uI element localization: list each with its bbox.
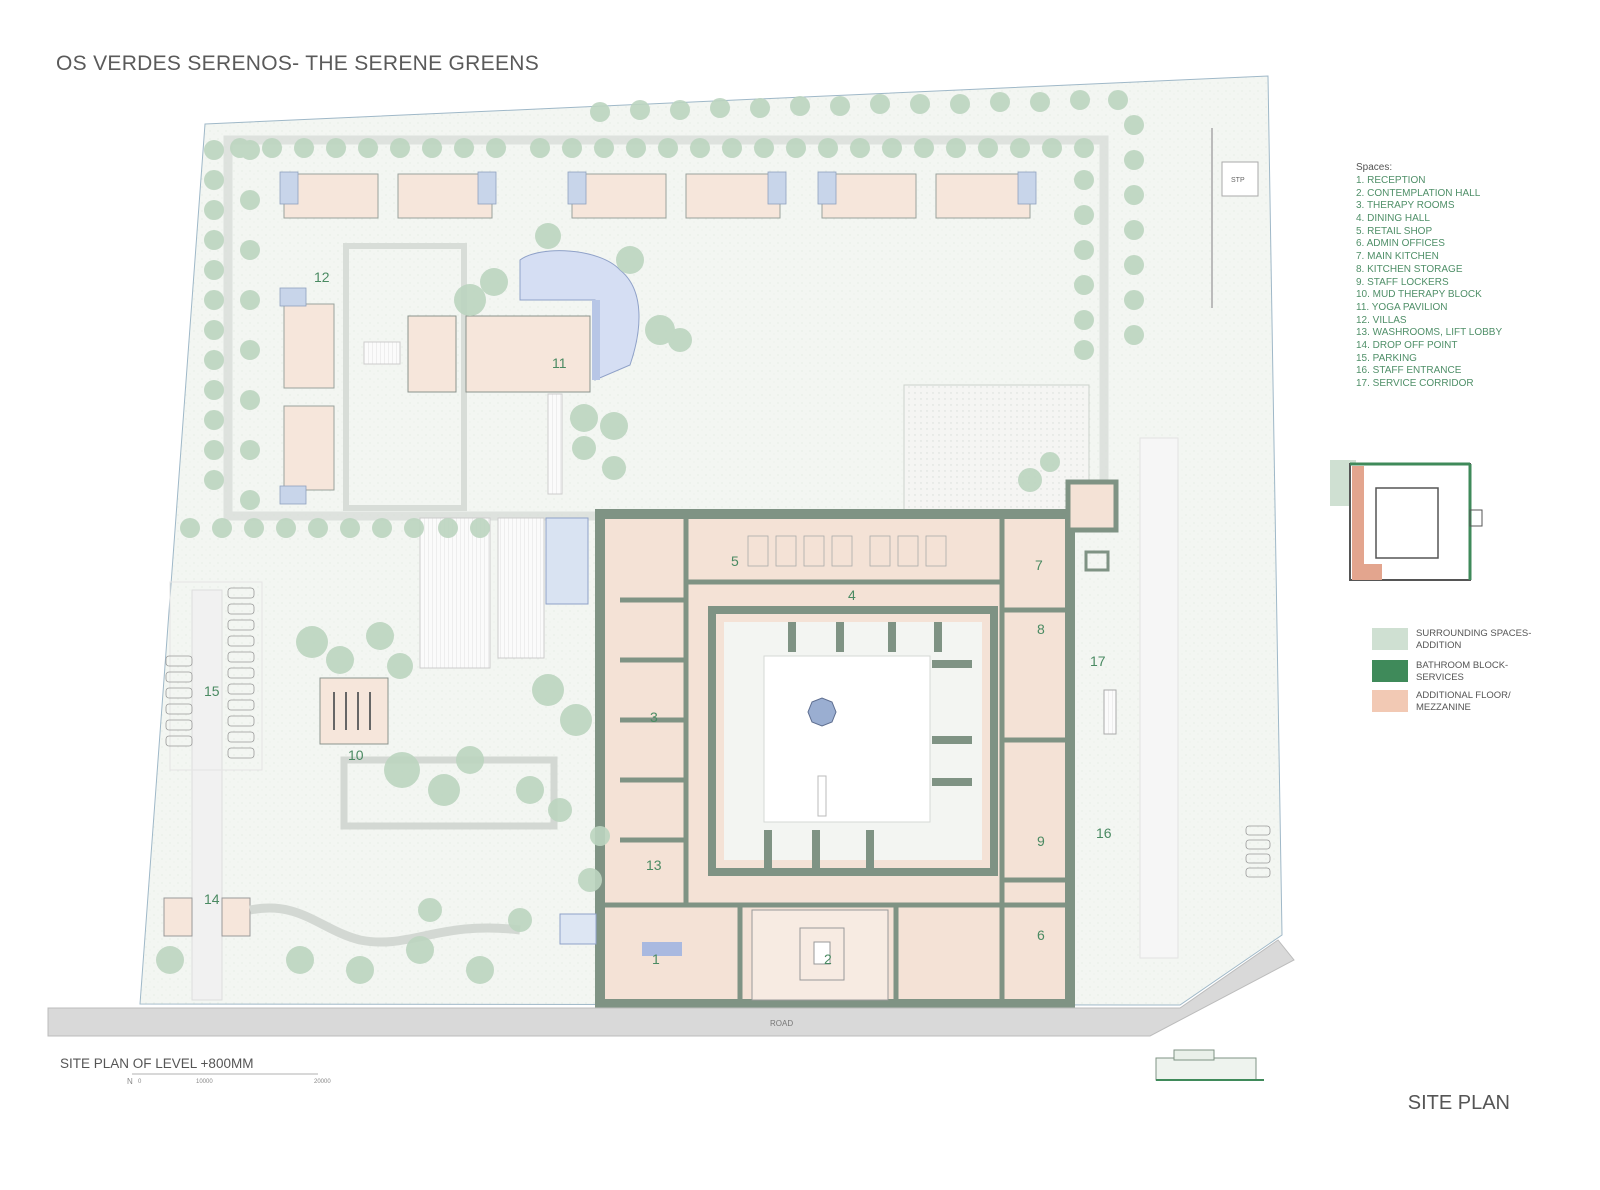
scale-bar: N 0 10000 20000 [127, 1073, 331, 1086]
plan-caption: SITE PLAN OF LEVEL +800MM [60, 1056, 254, 1071]
space-number-12: 12 [314, 269, 330, 285]
key-label-line: SURROUNDING SPACES- [1416, 628, 1532, 639]
space-numbers: 1 2 3 4 5 6 7 8 9 10 11 12 13 14 15 16 1… [204, 269, 1112, 967]
legend-item: 13. WASHROOMS, LIFT LOBBY [1356, 327, 1503, 339]
legend-item: 9. STAFF LOCKERS [1356, 276, 1449, 288]
east-lane [1139, 437, 1179, 959]
space-number-16: 16 [1096, 825, 1112, 841]
dropoff-left [163, 897, 193, 937]
trees [156, 90, 1144, 984]
legend-item: 15. PARKING [1356, 352, 1417, 364]
villas-top [283, 173, 1031, 219]
dropoff-right [221, 897, 251, 937]
legend-item: 14. DROP OFF POINT [1356, 339, 1458, 351]
fountain [807, 697, 837, 727]
legend-item: 3. THERAPY ROOMS [1356, 200, 1455, 212]
legend-item: 7. MAIN KITCHEN [1356, 251, 1439, 263]
legend-heading: Spaces: [1356, 162, 1393, 173]
section-thumbnail [1155, 1049, 1264, 1081]
yoga-pavilion [465, 315, 591, 393]
key-label-line: BATHROOM BLOCK- [1416, 660, 1509, 671]
dining-tables [747, 535, 947, 567]
legend-item: 8. KITCHEN STORAGE [1356, 263, 1463, 275]
scale-north: N [127, 1077, 133, 1086]
space-number-6: 6 [1037, 927, 1045, 943]
key-label-line: ADDITION [1416, 640, 1462, 651]
stp-label: STP [1231, 177, 1245, 184]
key-plan [1330, 460, 1483, 581]
key-label-bathroom: BATHROOM BLOCK- SERVICES [1416, 660, 1556, 684]
road [47, 939, 1295, 1037]
key-label-line: SERVICES [1416, 672, 1464, 683]
legend-item: 2. CONTEMPLATION HALL [1356, 187, 1481, 199]
legend-item: 11. YOGA PAVILION [1356, 301, 1448, 313]
key-swatch-bathroom [1372, 660, 1408, 682]
yoga-deck [407, 315, 457, 393]
space-number-13: 13 [646, 857, 662, 873]
key-swatch-surrounding [1372, 628, 1408, 650]
garden-path [249, 903, 521, 947]
pond [519, 250, 640, 381]
scale-zero: 0 [138, 1079, 142, 1085]
pergola [419, 517, 491, 669]
space-number-7: 7 [1035, 557, 1043, 573]
space-number-3: 3 [650, 709, 658, 725]
legend-item: 6. ADMIN OFFICES [1356, 238, 1445, 250]
legend-item: 1. RECEPTION [1356, 175, 1426, 186]
scale-mid: 10000 [196, 1079, 213, 1085]
legend-item: 4. DINING HALL [1356, 213, 1430, 225]
legend-item: 16. STAFF ENTRANCE [1356, 365, 1462, 377]
scale-end: 20000 [314, 1079, 331, 1085]
key-swatch-additional [1372, 690, 1408, 712]
legend-item: 17. SERVICE CORRIDOR [1356, 378, 1474, 389]
key-label-surrounding: SURROUNDING SPACES- ADDITION [1416, 628, 1556, 652]
space-number-1: 1 [652, 951, 660, 967]
stp-box [1221, 161, 1259, 197]
service-block [1065, 479, 1119, 533]
key-label-line: MEZZANINE [1416, 702, 1471, 713]
space-number-4: 4 [848, 587, 856, 603]
space-number-17: 17 [1090, 653, 1106, 669]
space-number-5: 5 [731, 553, 739, 569]
legend-item: 12. VILLAS [1356, 314, 1407, 326]
glass-roof [497, 517, 545, 659]
drawing-title: OS VERDES SERENOS- THE SERENE GREENS [56, 52, 540, 75]
key-label-additional: ADDITIONAL FLOOR/ MEZZANINE [1416, 690, 1556, 714]
inner-garden-plot [343, 243, 467, 511]
space-number-14: 14 [204, 891, 220, 907]
legend-item: 10. MUD THERAPY BLOCK [1356, 289, 1482, 301]
space-number-9: 9 [1037, 833, 1045, 849]
space-number-11: 11 [552, 355, 567, 371]
space-number-15: 15 [204, 683, 220, 699]
mud-therapy-block [319, 677, 389, 745]
courtyard-wall [708, 606, 998, 876]
paved-court [903, 384, 1090, 516]
villas-left [283, 303, 335, 491]
parked-cars [165, 587, 1271, 878]
space-legend: 1. RECEPTION 2. CONTEMPLATION HALL 3. TH… [1356, 175, 1502, 391]
space-number-10: 10 [348, 747, 364, 763]
parking-road [191, 589, 223, 1001]
villa-pools [279, 171, 1037, 205]
legend-item: 5. RETAIL SHOP [1356, 225, 1433, 237]
space-number-8: 8 [1037, 621, 1045, 637]
key-label-line: ADDITIONAL FLOOR/ [1416, 690, 1511, 701]
space-number-2: 2 [824, 951, 832, 967]
sheet-title: SITE PLAN [1407, 1092, 1510, 1114]
road-label: ROAD [770, 1019, 793, 1028]
